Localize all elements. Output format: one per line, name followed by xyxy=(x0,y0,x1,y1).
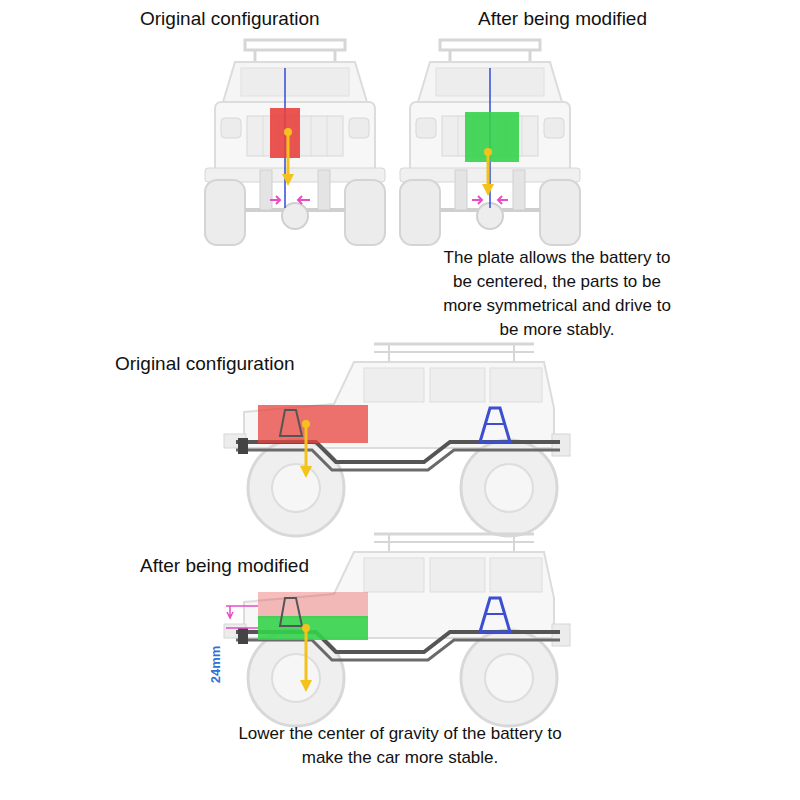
battery xyxy=(465,112,519,162)
offset-arrow xyxy=(270,196,280,204)
section-heading: After being modified xyxy=(478,8,647,30)
drop-arrow xyxy=(227,606,233,618)
gravity-arrow xyxy=(287,132,290,176)
section-heading: Original configuration xyxy=(115,353,295,375)
gravity-arrow xyxy=(305,628,308,682)
front-car xyxy=(205,40,385,245)
front-car xyxy=(400,40,580,245)
offset-arrow xyxy=(298,196,310,204)
shock-tower xyxy=(280,598,302,626)
level-line xyxy=(226,605,258,607)
note-text: The plate allows the battery to be cente… xyxy=(437,246,677,342)
arrowhead xyxy=(282,174,294,186)
dimension-label: 24mm xyxy=(208,645,223,683)
level-line xyxy=(226,627,258,629)
gravity-arrow xyxy=(305,424,308,468)
shock-tower xyxy=(280,410,302,436)
battery xyxy=(270,108,300,158)
battery xyxy=(258,405,368,443)
arrowhead xyxy=(300,466,312,478)
offset-arrow xyxy=(498,196,508,204)
note-text: Lower the center of gravity of the batte… xyxy=(230,722,570,770)
section-heading: After being modified xyxy=(140,555,309,577)
old-battery xyxy=(258,592,368,618)
gravity-arrow xyxy=(487,152,490,186)
battery xyxy=(258,616,368,640)
arrowhead xyxy=(300,680,312,692)
section-heading: Original configuration xyxy=(140,8,320,30)
offset-arrow xyxy=(472,196,482,204)
arrowhead xyxy=(482,184,494,196)
